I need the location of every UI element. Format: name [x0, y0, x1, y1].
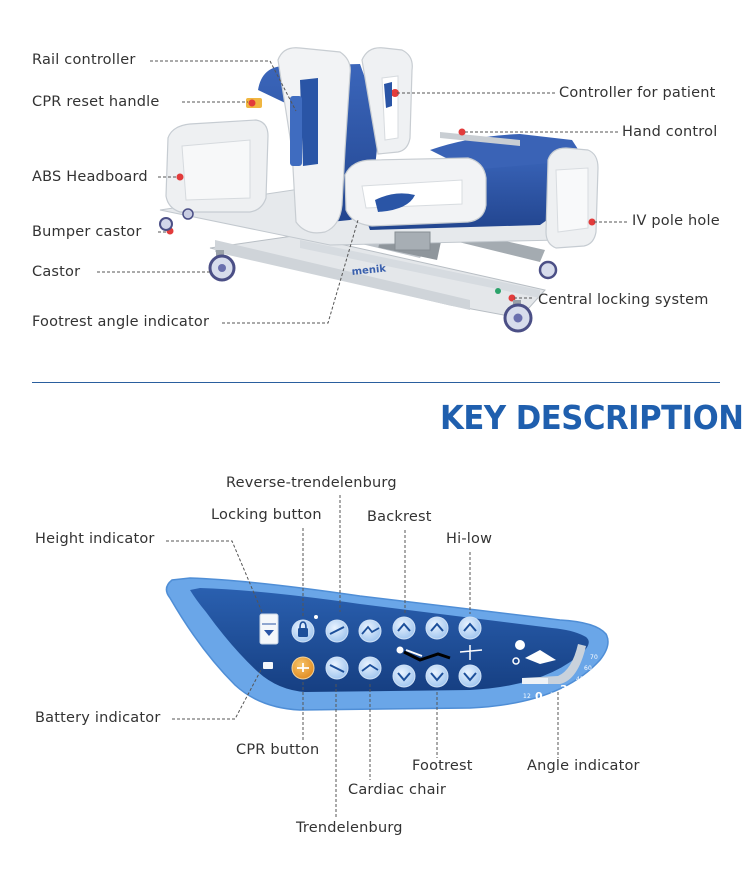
castor-wheel [503, 300, 533, 333]
angle-tick: 45 [576, 676, 585, 683]
angle-tick: 0 [535, 690, 543, 703]
label-footrest: Footrest [412, 758, 473, 774]
section-divider [32, 382, 720, 383]
label-trendelenburg: Trendelenburg [296, 820, 403, 836]
label-central-locking-system: Central locking system [538, 292, 709, 308]
label-locking-button: Locking button [211, 507, 322, 523]
castor-wheel [538, 260, 558, 280]
label-height-indicator: Height indicator [35, 531, 155, 547]
section-title: KEY DESCRIPTION [440, 398, 744, 437]
label-castor: Castor [32, 264, 81, 280]
panel-callout-lines [166, 495, 559, 818]
label-hand-control: Hand control [622, 124, 718, 140]
label-cardiac-chair: Cardiac chair [348, 782, 447, 798]
angle-tick: 15 [550, 692, 559, 699]
label-battery-indicator: Battery indicator [35, 710, 161, 726]
brand-mark: menik [351, 263, 387, 278]
label-cpr-reset-handle: CPR reset handle [32, 94, 160, 110]
angle-tick: 12 [523, 693, 532, 700]
bumper-castor [159, 208, 194, 231]
control-panel [165, 577, 609, 711]
angle-tick: 60 [584, 665, 593, 672]
label-reverse-trendelenburg: Reverse-trendelenburg [226, 475, 397, 491]
label-iv-pole-hole: IV pole hole [632, 213, 720, 229]
label-backrest: Backrest [367, 509, 432, 525]
label-bumper-castor: Bumper castor [32, 224, 142, 240]
label-abs-headboard: ABS Headboard [32, 169, 148, 185]
label-rail-controller: Rail controller [32, 52, 136, 68]
hospital-bed: menik [159, 47, 599, 333]
label-hi-low: Hi-low [446, 531, 493, 547]
castor-wheel [208, 250, 236, 282]
label-controller-for-patient: Controller for patient [559, 85, 716, 101]
bed-callout-lines [97, 60, 628, 324]
label-footrest-angle-indicator: Footrest angle indicator [32, 314, 210, 330]
angle-tick: 70 [590, 654, 599, 661]
angle-tick: 30 [560, 683, 576, 696]
label-cpr-button: CPR button [236, 742, 320, 758]
label-angle-indicator: Angle indicator [527, 758, 640, 774]
